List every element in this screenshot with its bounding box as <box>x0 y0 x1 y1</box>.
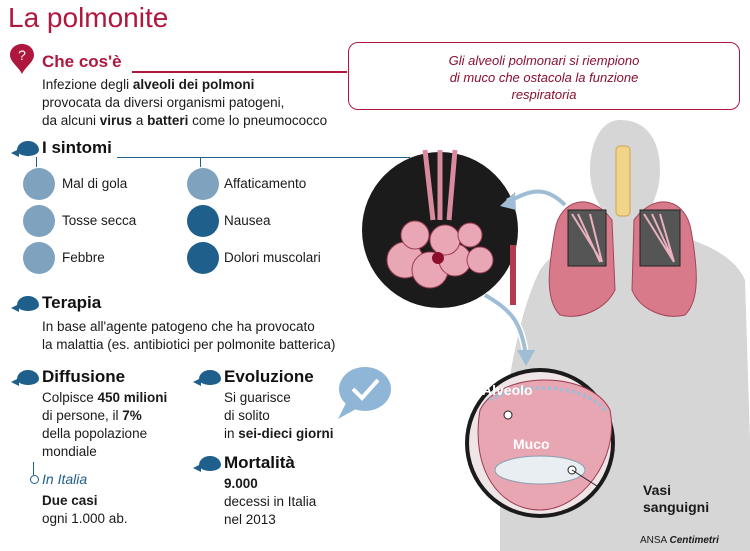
cough-icon <box>23 205 55 237</box>
fatigue-icon <box>187 168 219 200</box>
question-pin-icon: ? <box>10 44 34 74</box>
evolution-header: Evoluzione <box>224 367 314 386</box>
diffusion-text: Colpisce 450 milioni di persone, il 7% d… <box>42 390 168 459</box>
mortalita-bullet-icon <box>193 456 221 472</box>
muco-label: Muco <box>513 436 550 452</box>
symptoms-header: I sintomi <box>42 138 112 157</box>
symptom-label: Nausea <box>224 213 271 228</box>
check-bubble-icon <box>338 367 391 419</box>
symptoms-divider <box>117 157 410 158</box>
therapy-header: Terapia <box>42 293 102 312</box>
nausea-icon <box>187 205 219 237</box>
therapy-text: In base all'agente patogeno che ha provo… <box>42 319 336 352</box>
symptom-label: Tosse secca <box>62 213 137 228</box>
sintomi-bullet-icon <box>11 141 39 157</box>
terapia-bullet-icon <box>11 296 39 312</box>
italy-dot-icon <box>30 475 39 484</box>
thermometer-icon <box>23 242 55 274</box>
page-title: La polmonite <box>8 2 169 33</box>
what-header: Che cos'è <box>42 52 122 71</box>
symptom-label: Affaticamento <box>224 176 307 191</box>
italy-text: Due casi ogni 1.000 ab. <box>42 493 128 526</box>
symptom-label: Dolori muscolari <box>224 250 321 265</box>
credit: ANSA Centimetri <box>640 535 719 546</box>
lungs-illustration <box>362 120 750 551</box>
alveolo-label: Alveolo <box>482 382 533 398</box>
vasi-label: Vasi sanguigni <box>643 482 710 515</box>
italy-label: In Italia <box>42 471 88 487</box>
alveoli-callout: Gli alveoli polmonari si riempiono di mu… <box>348 42 740 110</box>
symptom-label: Mal di gola <box>62 176 128 191</box>
throat-icon <box>23 168 55 200</box>
what-text: Infezione degli alveoli dei polmoni prov… <box>42 77 328 128</box>
evolution-text: Si guarisce di solito in sei-dieci giorn… <box>224 390 334 441</box>
mortality-header: Mortalità <box>224 453 295 472</box>
muscle-pain-icon <box>187 242 219 274</box>
what-divider <box>132 71 347 73</box>
mortality-text: 9.000 decessi in Italia nel 2013 <box>224 476 317 527</box>
evoluzione-bullet-icon <box>193 370 221 386</box>
symptom-label: Febbre <box>62 250 105 265</box>
diffusion-header: Diffusione <box>42 367 126 386</box>
diffusione-bullet-icon <box>11 370 39 386</box>
svg-text:?: ? <box>18 47 26 63</box>
